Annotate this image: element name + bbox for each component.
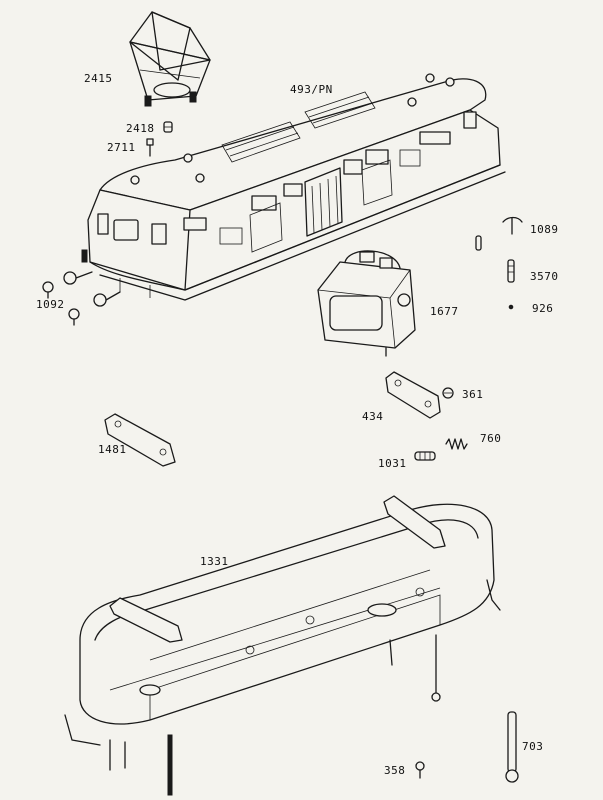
label-358: 358 — [384, 764, 406, 777]
part-926-drawing — [508, 304, 514, 310]
label-1331: 1331 — [200, 555, 229, 568]
part-1481-drawing — [104, 413, 176, 467]
part-2418-drawing — [163, 121, 173, 133]
label-361: 361 — [462, 388, 484, 401]
label-2418: 2418 — [126, 122, 155, 135]
part-1089-drawing — [475, 216, 523, 251]
part-358-drawing — [415, 761, 425, 779]
label-493-pn: 493/PN — [290, 83, 333, 96]
locomotive-body-part — [63, 73, 506, 307]
part-1092-drawing — [42, 281, 80, 326]
label-2415: 2415 — [84, 72, 113, 85]
part-703-drawing — [505, 711, 519, 783]
part-1031-drawing — [414, 451, 436, 461]
part-760-drawing — [445, 438, 468, 450]
label-2711: 2711 — [107, 141, 136, 154]
label-1481: 1481 — [98, 443, 127, 456]
chassis-part — [64, 495, 501, 796]
part-434-drawing — [385, 371, 441, 419]
label-1677: 1677 — [430, 305, 459, 318]
label-760: 760 — [480, 432, 502, 445]
label-1031: 1031 — [378, 457, 407, 470]
pantograph-part — [129, 11, 211, 107]
label-1092: 1092 — [36, 298, 65, 311]
label-3570: 3570 — [530, 270, 559, 283]
label-434: 434 — [362, 410, 384, 423]
part-361-drawing — [442, 387, 454, 399]
motor-part — [317, 250, 416, 357]
label-703: 703 — [522, 740, 544, 753]
part-2711-drawing — [146, 138, 154, 157]
part-3570-drawing — [507, 259, 515, 283]
label-926: 926 — [532, 302, 554, 315]
label-1089: 1089 — [530, 223, 559, 236]
